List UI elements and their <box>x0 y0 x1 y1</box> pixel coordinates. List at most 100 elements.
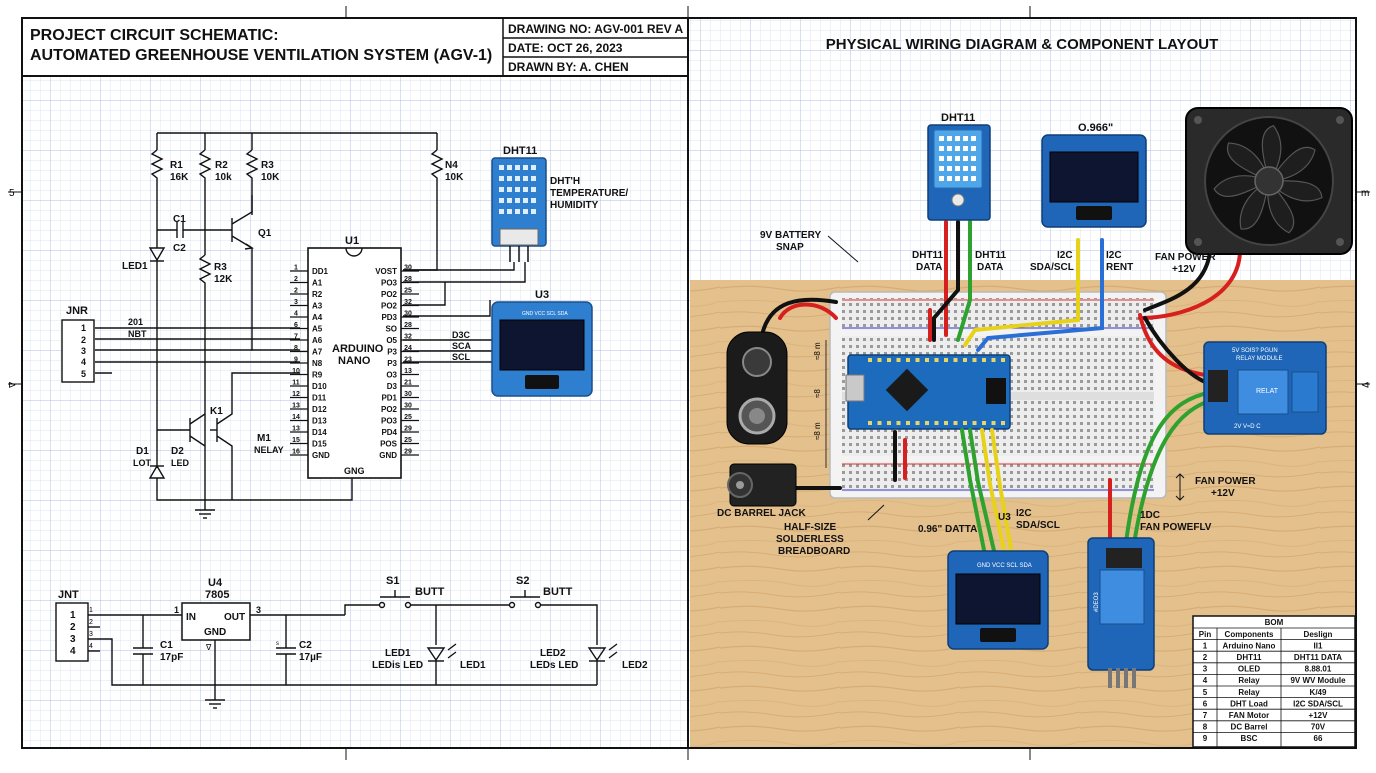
u1-left-pin-name: D11 <box>312 394 327 403</box>
u1-left-pin-name: D12 <box>312 405 327 414</box>
bom-cell: 8 <box>1203 723 1208 732</box>
bom-cell: K/49 <box>1310 688 1327 697</box>
u4-ref: U4 <box>208 577 223 589</box>
bom-cell: 70V <box>1311 723 1326 732</box>
bom-cell: 3 <box>1203 665 1208 674</box>
relay-bottom-text: #DEO3 <box>1094 592 1100 612</box>
nano-pin <box>972 358 977 362</box>
u1-right-pin-num: 21 <box>404 380 412 387</box>
fan-bottom-1: 1DC <box>1140 510 1160 521</box>
u1-left-pin-name: R9 <box>312 371 323 380</box>
dht-vent-slot <box>515 209 520 214</box>
u3-schem-label: U3 <box>535 289 549 301</box>
nano-pin <box>887 421 891 425</box>
u1-left-pin-name: GND <box>312 451 330 460</box>
relay-module-top: 5V SOIS? PGUN RELAY MODULE RELAT 2V V≈D … <box>1203 341 1327 435</box>
u1-left-pin-num: 1 <box>294 265 298 272</box>
wire-dht-data1-2: DATA <box>916 262 942 273</box>
dim-mark-1: ≈8 m <box>813 342 822 360</box>
u1-right-pin-name: PO2 <box>381 302 398 311</box>
u1-left-pin-name: N8 <box>312 359 323 368</box>
dht-vent-slot <box>507 209 512 214</box>
u1-right-pin-num: 29 <box>404 449 412 456</box>
bom-cell: DHT11 DATA <box>1294 653 1342 662</box>
bom-cell: II1 <box>1314 641 1323 650</box>
c2-ref: C2 <box>173 243 186 254</box>
nano-pin <box>963 421 967 425</box>
u4-gnd: GND <box>204 627 226 638</box>
dht-vent-slot <box>955 136 960 141</box>
r2-ref: R2 <box>215 160 228 171</box>
u4-out: OUT <box>224 612 245 623</box>
r3-value: 10K <box>261 172 280 183</box>
u1-left-pin-name: R2 <box>312 290 323 299</box>
dht-vent-slot <box>507 165 512 170</box>
dht-vent-slot <box>531 198 536 203</box>
u1-left-pin-num: 2 <box>294 288 298 295</box>
u1-left-pin-num: 9 <box>294 357 298 364</box>
c2b-value: 17µF <box>299 652 322 663</box>
nano-pin <box>925 421 929 425</box>
nano-pin <box>868 421 872 425</box>
dht-vent-slot <box>507 187 512 192</box>
drawn-by: DRAWN BY: A. CHEN <box>508 60 629 74</box>
dht-vent-slot <box>515 198 520 203</box>
title-line-2: AUTOMATED GREENHOUSE VENTILATION SYSTEM … <box>30 47 492 64</box>
u1-gnd: GNG <box>344 466 365 476</box>
physical-title: PHYSICAL WIRING DIAGRAM & COMPONENT LAYO… <box>826 36 1219 53</box>
c1b-value: 17pF <box>160 652 183 663</box>
dht-vent-slot <box>963 156 968 161</box>
u1-left-pin-num: 12 <box>292 391 300 398</box>
oled-bottom-pins: GND VCC SCL SDA <box>977 563 1032 569</box>
margin-mark-right-top: m <box>1361 188 1369 199</box>
led1b-ref: LED1 <box>385 648 411 659</box>
nano-pin <box>963 358 967 362</box>
u1-right-pin-num: 32 <box>404 299 412 306</box>
jnr-pin-4: 4 <box>81 357 86 367</box>
dht-vent-slot <box>515 187 520 192</box>
dht-vent-slot <box>515 176 520 181</box>
bom-cell: 5 <box>1203 688 1208 697</box>
u1-right-pin-num: 29 <box>404 426 412 433</box>
jnr-pin-3: 3 <box>81 346 86 356</box>
margin-mark-right-mid: ⊲ <box>1361 380 1369 391</box>
nano-pin <box>953 421 958 425</box>
dht-vent-slot <box>947 146 952 151</box>
bom-header-cell: Pin <box>1199 630 1212 639</box>
n4-value: 10K <box>445 172 464 183</box>
u1-right-pin-name: PO3 <box>381 279 398 288</box>
bom-cell: 6 <box>1203 699 1208 708</box>
d2-ref: D2 <box>171 446 184 457</box>
nano-pin <box>868 358 872 362</box>
dht-vent-slot <box>939 176 944 181</box>
oled-module-bottom: GND VCC SCL SDA <box>947 550 1049 650</box>
power-schematic <box>88 590 618 709</box>
dht-vent-slot <box>963 176 968 181</box>
u1-name-2: NANO <box>338 355 371 367</box>
dc-barrel-jack: DC BARREL JACK <box>717 463 806 519</box>
c2b-ref: C2 <box>299 640 312 651</box>
u1-left-pin-num: 4 <box>294 311 298 318</box>
u1-left-pin-num: 6 <box>294 322 298 329</box>
u1-right-pins: 30VOST28PO325PO232PO230PD328SO32O524P323… <box>375 265 419 460</box>
bom-cell: I2C SDA/SCL <box>1293 699 1343 708</box>
u1-left-pin-num: 16 <box>292 449 300 456</box>
r2-value: 10k <box>215 172 232 183</box>
wire-i2c-rent-2: RENT <box>1106 262 1133 273</box>
u1-right-pin-name: VOST <box>375 267 397 276</box>
led1-ref: LED1 <box>122 261 148 272</box>
jnr-label: JNR <box>66 305 88 317</box>
dht-vent-slot <box>939 166 944 171</box>
dht-vent-slot <box>499 187 504 192</box>
dht-vent-slot <box>531 165 536 170</box>
title-line-1: PROJECT CIRCUIT SCHEMATIC: <box>30 27 279 44</box>
dht-vent-slot <box>523 209 528 214</box>
bom-cell: 1 <box>1203 641 1208 650</box>
dht-vent-slot <box>499 209 504 214</box>
jnr-pin-1: 1 <box>81 323 86 333</box>
dht-vent-slot <box>947 156 952 161</box>
dht-vent-slot <box>499 198 504 203</box>
